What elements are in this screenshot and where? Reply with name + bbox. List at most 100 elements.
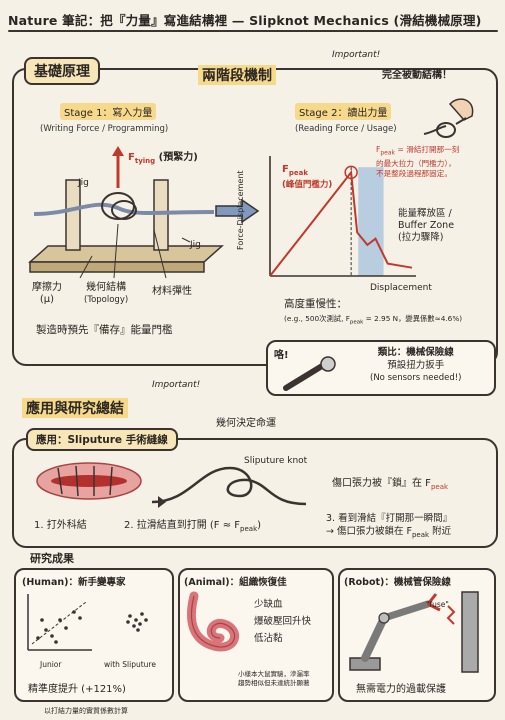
stage1-title: Stage 1：寫入力量 xyxy=(60,103,157,120)
hand-pulling-icon xyxy=(423,98,474,138)
robot-title: (Robot)：機械管保險線 xyxy=(344,577,451,588)
applications-panel xyxy=(12,438,498,548)
applications-heading: 應用與研究總結 xyxy=(22,398,128,418)
fpeak-symbol: F xyxy=(282,164,289,175)
step-2-sub: peak xyxy=(240,525,258,533)
step-3-b: → 傷口張力被鎖在 F xyxy=(326,526,412,537)
preset-note: 製造時預先『備存』能量門檻 xyxy=(36,324,173,336)
release-note: 能量釋放區 / Buffer Zone (拉力驟降) xyxy=(398,208,454,244)
stage1-subtitle: (Writing Force / Programming) xyxy=(40,124,169,134)
repeat-note-a: (e.g., 500次測試, F xyxy=(284,314,350,323)
release-2: Buffer Zone xyxy=(398,220,455,231)
torque-wrench-icon xyxy=(283,356,336,391)
mechanism-heading: 兩階段機制 xyxy=(198,65,276,85)
animal-note-2: 趨勢相似但未達統計顯著 xyxy=(238,679,310,687)
page-title: Nature 筆記：把『力量』寫進結構裡 — Slipknot Mechanic… xyxy=(8,13,482,28)
knot-label: Sliputure knot xyxy=(244,456,308,466)
passive-note: 完全被動結構！ xyxy=(382,70,452,81)
human-x1: Junior xyxy=(40,660,62,669)
step-3: 3. 看到滑結『打開那一瞬間』 → 傷口張力被鎖在 Fpeak 附近 xyxy=(326,512,452,542)
robot-arm-illustration xyxy=(349,591,479,673)
fpeak-note-symbol: F xyxy=(376,145,381,154)
animal-note-1: 小樣本大鼠實驗，滲漏率 xyxy=(238,670,310,678)
app-title: 應用：Sliputure 手術縫線 xyxy=(26,428,178,451)
destiny-note: 幾何決定命運 xyxy=(216,418,276,429)
fpeak-note-1: = 滑結打開那一刻 xyxy=(397,145,460,154)
ftying-note: (預緊力) xyxy=(158,152,198,163)
step-3-sub: peak xyxy=(411,530,430,539)
friction-text: 摩擦力 xyxy=(32,282,62,293)
analogy-3: (No sensors needed!) xyxy=(370,373,462,383)
friction-symbol: (μ) xyxy=(39,294,55,305)
fpeak-note: Fpeak = 滑結打開那一刻 的最大拉力（門檻力）， 不是整段過程那固定。 xyxy=(376,145,498,179)
animal-note: 小樣本大鼠實驗，滲漏率 趨勢相似但未達統計顯著 xyxy=(238,670,310,688)
step-2: 2. 拉滑結直到打開 (F ≈ Fpeak) xyxy=(124,516,261,533)
human-x2: with Sliputure xyxy=(104,660,156,669)
stage2-subtitle: (Reading Force / Usage) xyxy=(295,124,397,134)
fpeak-cn: (峰值門檻力) xyxy=(282,180,333,190)
lock-note-a: 傷口張力被『鎖』在 F xyxy=(332,478,431,489)
stage2-title: Stage 2：讀出力量 xyxy=(295,103,392,120)
force-displacement-chart xyxy=(269,156,416,277)
human-stat: 精準度提升 (+121%) xyxy=(28,684,126,695)
repeat-title: 高度重慢性： xyxy=(284,298,347,310)
buffer-zone-band xyxy=(358,167,384,276)
jig-illustration xyxy=(28,146,224,279)
analogy-2: 預設扭力扳手 xyxy=(387,360,445,371)
title-underline xyxy=(8,30,498,32)
jig-side-label: Jig xyxy=(190,240,201,250)
fpeak-note-3: 不是整段過程那固定。 xyxy=(376,168,452,178)
fpeak-chart-label: Fpeak (峰值門檻力) xyxy=(282,164,332,191)
jig-top-label: Jig xyxy=(78,178,89,188)
step-3-end: 附近 xyxy=(429,526,452,537)
animal-results: 少缺血 爆破壓回升快 低沾黏 xyxy=(254,596,311,647)
topology-text: 幾何結構 xyxy=(86,282,127,293)
ftying-symbol: F xyxy=(128,152,135,163)
fpeak-subscript: peak xyxy=(288,169,308,177)
basics-heading: 基礎原理 xyxy=(24,57,100,85)
release-1: 能量釋放區 / xyxy=(398,208,452,219)
lock-note: 傷口張力被『鎖』在 Fpeak xyxy=(332,474,448,491)
fpeak-note-sub: peak xyxy=(380,149,396,157)
chart-xlabel: Displacement xyxy=(370,283,432,293)
knot-illustration xyxy=(151,466,307,508)
animal-l1: 少缺血 xyxy=(254,599,283,610)
animal-l3: 低沾黏 xyxy=(254,633,283,644)
force-curve xyxy=(269,169,413,277)
step-1: 1. 打外科結 xyxy=(34,520,87,531)
important-note-2: Important! xyxy=(152,380,201,390)
step-3-a: 3. 看到滑結『打開那一瞬間』 xyxy=(326,513,453,524)
ftying-subscript: tying xyxy=(134,157,156,165)
ftying-label: Ftying (預緊力) xyxy=(128,148,198,165)
fuse-label: "fuse" xyxy=(426,600,449,609)
repeat-note-b: = 2.95 N，變異係數≈4.6%) xyxy=(363,314,463,323)
elasticity-label: 材料彈性 xyxy=(152,286,192,297)
step-2-a: 2. 拉滑結直到打開 (F ≈ F xyxy=(124,520,241,531)
peak-marker xyxy=(344,165,358,180)
wound-illustration xyxy=(36,462,142,500)
footer-note: 以打結力量的實質係數計算 xyxy=(44,707,128,715)
lock-note-sub: peak xyxy=(430,483,449,491)
topology-en: (Topology) xyxy=(84,295,129,305)
repeat-note-sub: peak xyxy=(349,319,364,326)
chart-ylabel: Force-Displacement xyxy=(236,170,245,250)
friction-label: 摩擦力 (μ) xyxy=(32,282,62,306)
human-scatter xyxy=(27,594,148,651)
animal-box xyxy=(178,568,334,702)
click-label: 咯! xyxy=(274,350,289,361)
topology-label: 幾何結構 (Topology) xyxy=(84,282,128,306)
fpeak-note-2: 的最大拉力（門檻力）， xyxy=(376,158,456,168)
release-3: (拉力驟降) xyxy=(398,232,444,243)
analogy-text: 類比：機械保險線 預設扭力扳手 (No sensors needed!) xyxy=(370,346,461,385)
important-note-1: Important! xyxy=(332,50,381,60)
results-heading: 研究成果 xyxy=(30,552,74,565)
robot-stat: 無需電力的過載保護 xyxy=(356,684,446,695)
stage-arrow xyxy=(215,198,260,224)
animal-l2: 爆破壓回升快 xyxy=(254,616,312,627)
animal-title: (Animal)：組織恢復佳 xyxy=(184,577,287,588)
intestine-illustration xyxy=(187,591,239,652)
human-title: (Human)：新手變專家 xyxy=(22,577,126,588)
human-box xyxy=(14,568,174,702)
step-2-end: ) xyxy=(257,520,262,531)
analogy-1: 類比：機械保險線 xyxy=(377,347,454,358)
